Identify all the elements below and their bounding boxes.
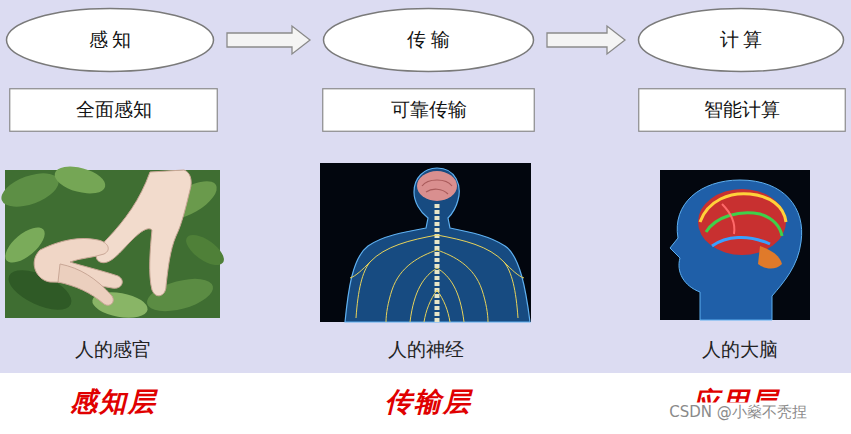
lavender-panel <box>0 0 851 373</box>
block-arrow <box>227 26 310 54</box>
process-box: 全面感知 <box>9 88 218 132</box>
node-text: 计 算 <box>720 29 763 52</box>
ellipse-shape <box>639 9 844 72</box>
layer-label: 传输层 <box>385 384 472 420</box>
caption-text: 人的感官 <box>75 337 151 363</box>
box-shape <box>323 89 535 132</box>
node-text: 智能计算 <box>704 99 780 122</box>
process-box: 智能计算 <box>638 88 846 132</box>
caption-text: 人的神经 <box>388 337 464 363</box>
layer-label: 感知层 <box>70 384 157 420</box>
ellipse-node: 计 算 <box>637 7 845 73</box>
hands-picture <box>0 162 229 322</box>
box-shape <box>639 89 846 132</box>
nerve-picture <box>320 163 531 322</box>
node-text: 传 输 <box>407 29 450 52</box>
watermark: CSDN @小燊不秃捏 <box>667 403 809 422</box>
ellipse-node: 传 输 <box>322 7 535 73</box>
brain-picture <box>660 170 810 320</box>
caption-text: 人的大脑 <box>702 337 778 363</box>
ellipse-shape <box>324 9 534 72</box>
node-text: 感 知 <box>89 29 132 52</box>
node-text: 全面感知 <box>76 99 152 122</box>
ellipse-node: 感 知 <box>5 7 215 73</box>
ellipse-shape <box>7 9 214 72</box>
node-text: 可靠传输 <box>391 99 467 122</box>
box-shape <box>10 89 218 132</box>
process-box: 可靠传输 <box>322 88 535 132</box>
block-arrow <box>547 26 625 54</box>
